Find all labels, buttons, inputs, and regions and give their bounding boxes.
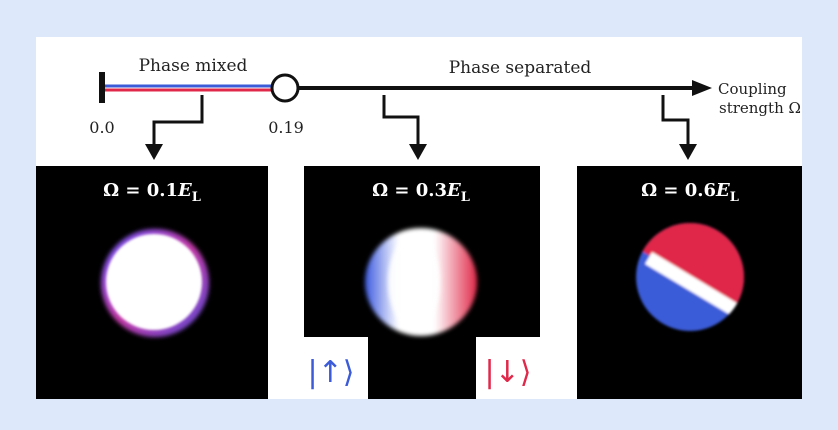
spin-down-label: |↓⟩ — [485, 355, 532, 390]
pointer-arrowhead-2 — [409, 144, 427, 160]
cloud-mixed — [101, 229, 209, 337]
phase-mixed-label: Phase mixed — [139, 56, 248, 76]
cloud-partial-separation — [365, 228, 477, 336]
omega-label-2: Ω = 0.3EL — [372, 180, 470, 205]
axis-arrowhead — [692, 80, 712, 96]
tick-label-critical: 0.19 — [268, 118, 304, 137]
pointer-arrowhead-3 — [679, 144, 697, 160]
omega-label-1: Ω = 0.1EL — [103, 180, 201, 205]
axis-start-tick — [99, 72, 105, 103]
spin-up-label: |↑⟩ — [308, 355, 355, 390]
pointer-arrow-3 — [661, 95, 690, 146]
critical-point-marker — [270, 73, 300, 103]
axis-end-label-line2: strength Ω — [719, 99, 801, 117]
omega-label-3: Ω = 0.6EL — [641, 180, 739, 205]
tick-label-start: 0.0 — [89, 118, 114, 137]
phase-separated-label: Phase separated — [449, 58, 592, 78]
pointer-arrowhead-1 — [145, 144, 163, 160]
pointer-arrow-1 — [152, 95, 204, 146]
pointer-arrow-2 — [382, 95, 420, 146]
axis-end-label-line1: Coupling — [718, 80, 787, 98]
